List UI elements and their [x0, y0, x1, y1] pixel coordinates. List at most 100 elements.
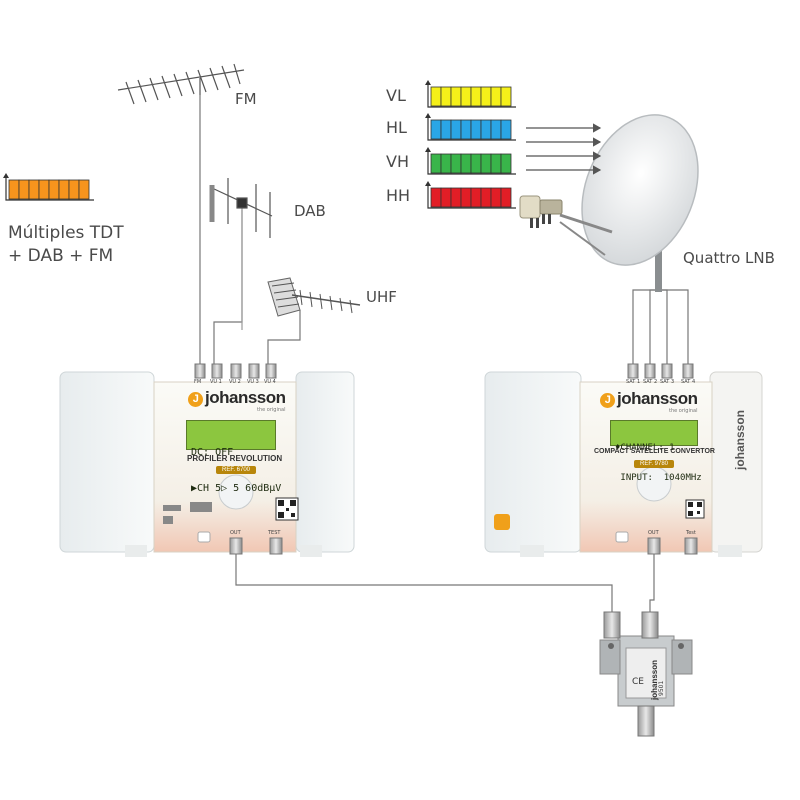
spectrum-channel — [450, 86, 462, 107]
spectrum-channel — [460, 153, 472, 174]
spectrum-multiplex — [3, 173, 94, 201]
profiler-title: PROFILER REVOLUTION — [187, 454, 283, 463]
spectrum-channel — [78, 179, 90, 200]
spectrum-channel — [450, 153, 462, 174]
spectrum-channel — [450, 187, 462, 208]
converter-out-port — [647, 537, 661, 555]
splitter-input-left — [603, 611, 621, 639]
multiplex-label-line2: + DAB + FM — [8, 246, 114, 266]
spectrum-channel — [500, 119, 512, 140]
spectrum-channel — [430, 153, 442, 174]
spectrum-channel — [470, 153, 482, 174]
spectrum-channel — [500, 187, 512, 208]
satellite-dish — [519, 114, 699, 266]
lnb-cable-1 — [632, 289, 660, 368]
spectrum-channel — [460, 187, 472, 208]
spectrum-channel — [48, 179, 60, 200]
multiplex-label-line1: Múltiples TDT — [8, 223, 124, 243]
multiplex-spectrum — [3, 173, 94, 201]
profiler-test-label: TEST — [268, 530, 281, 536]
profiler-lcd-line2: ▶CH 5▷ 5 60dBµV — [191, 483, 282, 494]
converter-port-label-sat4: SAT 4 — [681, 379, 696, 385]
profiler-port-label-vu4: VU 4 — [264, 379, 276, 385]
dab-antenna — [209, 178, 273, 330]
spectrum-channel — [480, 187, 492, 208]
converter-test-label: Test — [686, 530, 696, 536]
dab-label: DAB — [294, 202, 326, 220]
profiler-tagline: the original — [257, 407, 286, 413]
spectrum-channel — [440, 119, 452, 140]
converter-lcd: ♦CHANNEL: 1 INPUT: 1040MHz — [610, 420, 702, 483]
profiler-lcd-line1: DC: OFF — [191, 447, 234, 458]
spectrum-channel — [470, 86, 482, 107]
spectrum-channel — [490, 86, 502, 107]
profiler-out-cable — [235, 553, 613, 625]
profiler-port-label-vu2: VU 2 — [229, 379, 241, 385]
profiler-port-label-vu3: VU 3 — [247, 379, 259, 385]
spectrum-vl — [425, 80, 516, 108]
spectrum-channel — [480, 119, 492, 140]
spectrum-channel — [470, 119, 482, 140]
converter-lcd-line2: INPUT: 1040MHz — [615, 473, 702, 483]
dish-mast — [655, 240, 662, 292]
profiler-brand-text: johansson — [205, 388, 286, 407]
spectrum-hh — [425, 181, 516, 209]
converter-lcd-line1: ♦CHANNEL: 1 — [615, 443, 675, 453]
converter-test-port — [684, 537, 698, 555]
uhf-antenna — [267, 277, 361, 317]
spectrum-channel — [430, 86, 442, 107]
spectrum-channel — [500, 86, 512, 107]
profiler-port-label-fm: FM — [194, 379, 202, 385]
profiler-test-port — [269, 537, 283, 555]
spectrum-channel — [430, 187, 442, 208]
splitter-input-right — [641, 611, 659, 639]
spectrum-vh — [425, 147, 516, 175]
splitter-ref: 9501 — [658, 680, 665, 696]
splitter: CE — [599, 611, 693, 737]
fm-antenna — [117, 63, 245, 105]
spectrum-channel — [18, 179, 30, 200]
profiler-lcd: DC: OFF ▶CH 5▷ 5 60dBµV — [186, 420, 281, 494]
converter-title: COMPACT SATELLITE CONVERTOR — [594, 448, 715, 455]
spectrum-channel — [8, 179, 20, 200]
spectrum-channel — [480, 153, 492, 174]
spectrum-channel — [490, 119, 502, 140]
spectrum-channel — [68, 179, 80, 200]
converter-device — [484, 363, 763, 557]
profiler-out-label: OUT — [230, 530, 241, 536]
spectrum-channel — [490, 153, 502, 174]
spectrum-channel — [430, 119, 442, 140]
spectrum-channel — [490, 187, 502, 208]
spectrum-channel — [440, 187, 452, 208]
spectrum-channel — [470, 187, 482, 208]
spectrum-channel — [38, 179, 50, 200]
profiler-knob — [218, 474, 254, 510]
dab-cable — [213, 210, 243, 368]
profiler-ce-marks — [163, 502, 212, 524]
lnb-cable-3 — [660, 289, 668, 368]
spectrum-channel — [460, 86, 472, 107]
uhf-label: UHF — [366, 288, 397, 306]
profiler-ref: REF. 6700 — [216, 466, 257, 474]
splitter-ce-mark: CE — [632, 677, 644, 687]
spectrum-channel — [440, 86, 452, 107]
converter-j-badge — [494, 514, 510, 530]
lnb-cable-4 — [660, 289, 689, 368]
spectrum-channel — [460, 119, 472, 140]
converter-brand-text: johansson — [617, 389, 698, 408]
converter-side-brand: johansson — [733, 409, 747, 470]
spectrum-channel — [450, 119, 462, 140]
signal-arrows — [526, 123, 602, 175]
spectrum-channel — [440, 153, 452, 174]
lnb-cable-2 — [649, 289, 660, 368]
johansson-j-icon: J — [188, 392, 203, 407]
converter-out-label: OUT — [648, 530, 659, 536]
spectrum-channel — [58, 179, 70, 200]
uhf-cable — [267, 310, 301, 368]
profiler-input-ports — [194, 363, 277, 379]
spectrum-hl — [425, 113, 516, 141]
fm-label: FM — [235, 90, 257, 108]
